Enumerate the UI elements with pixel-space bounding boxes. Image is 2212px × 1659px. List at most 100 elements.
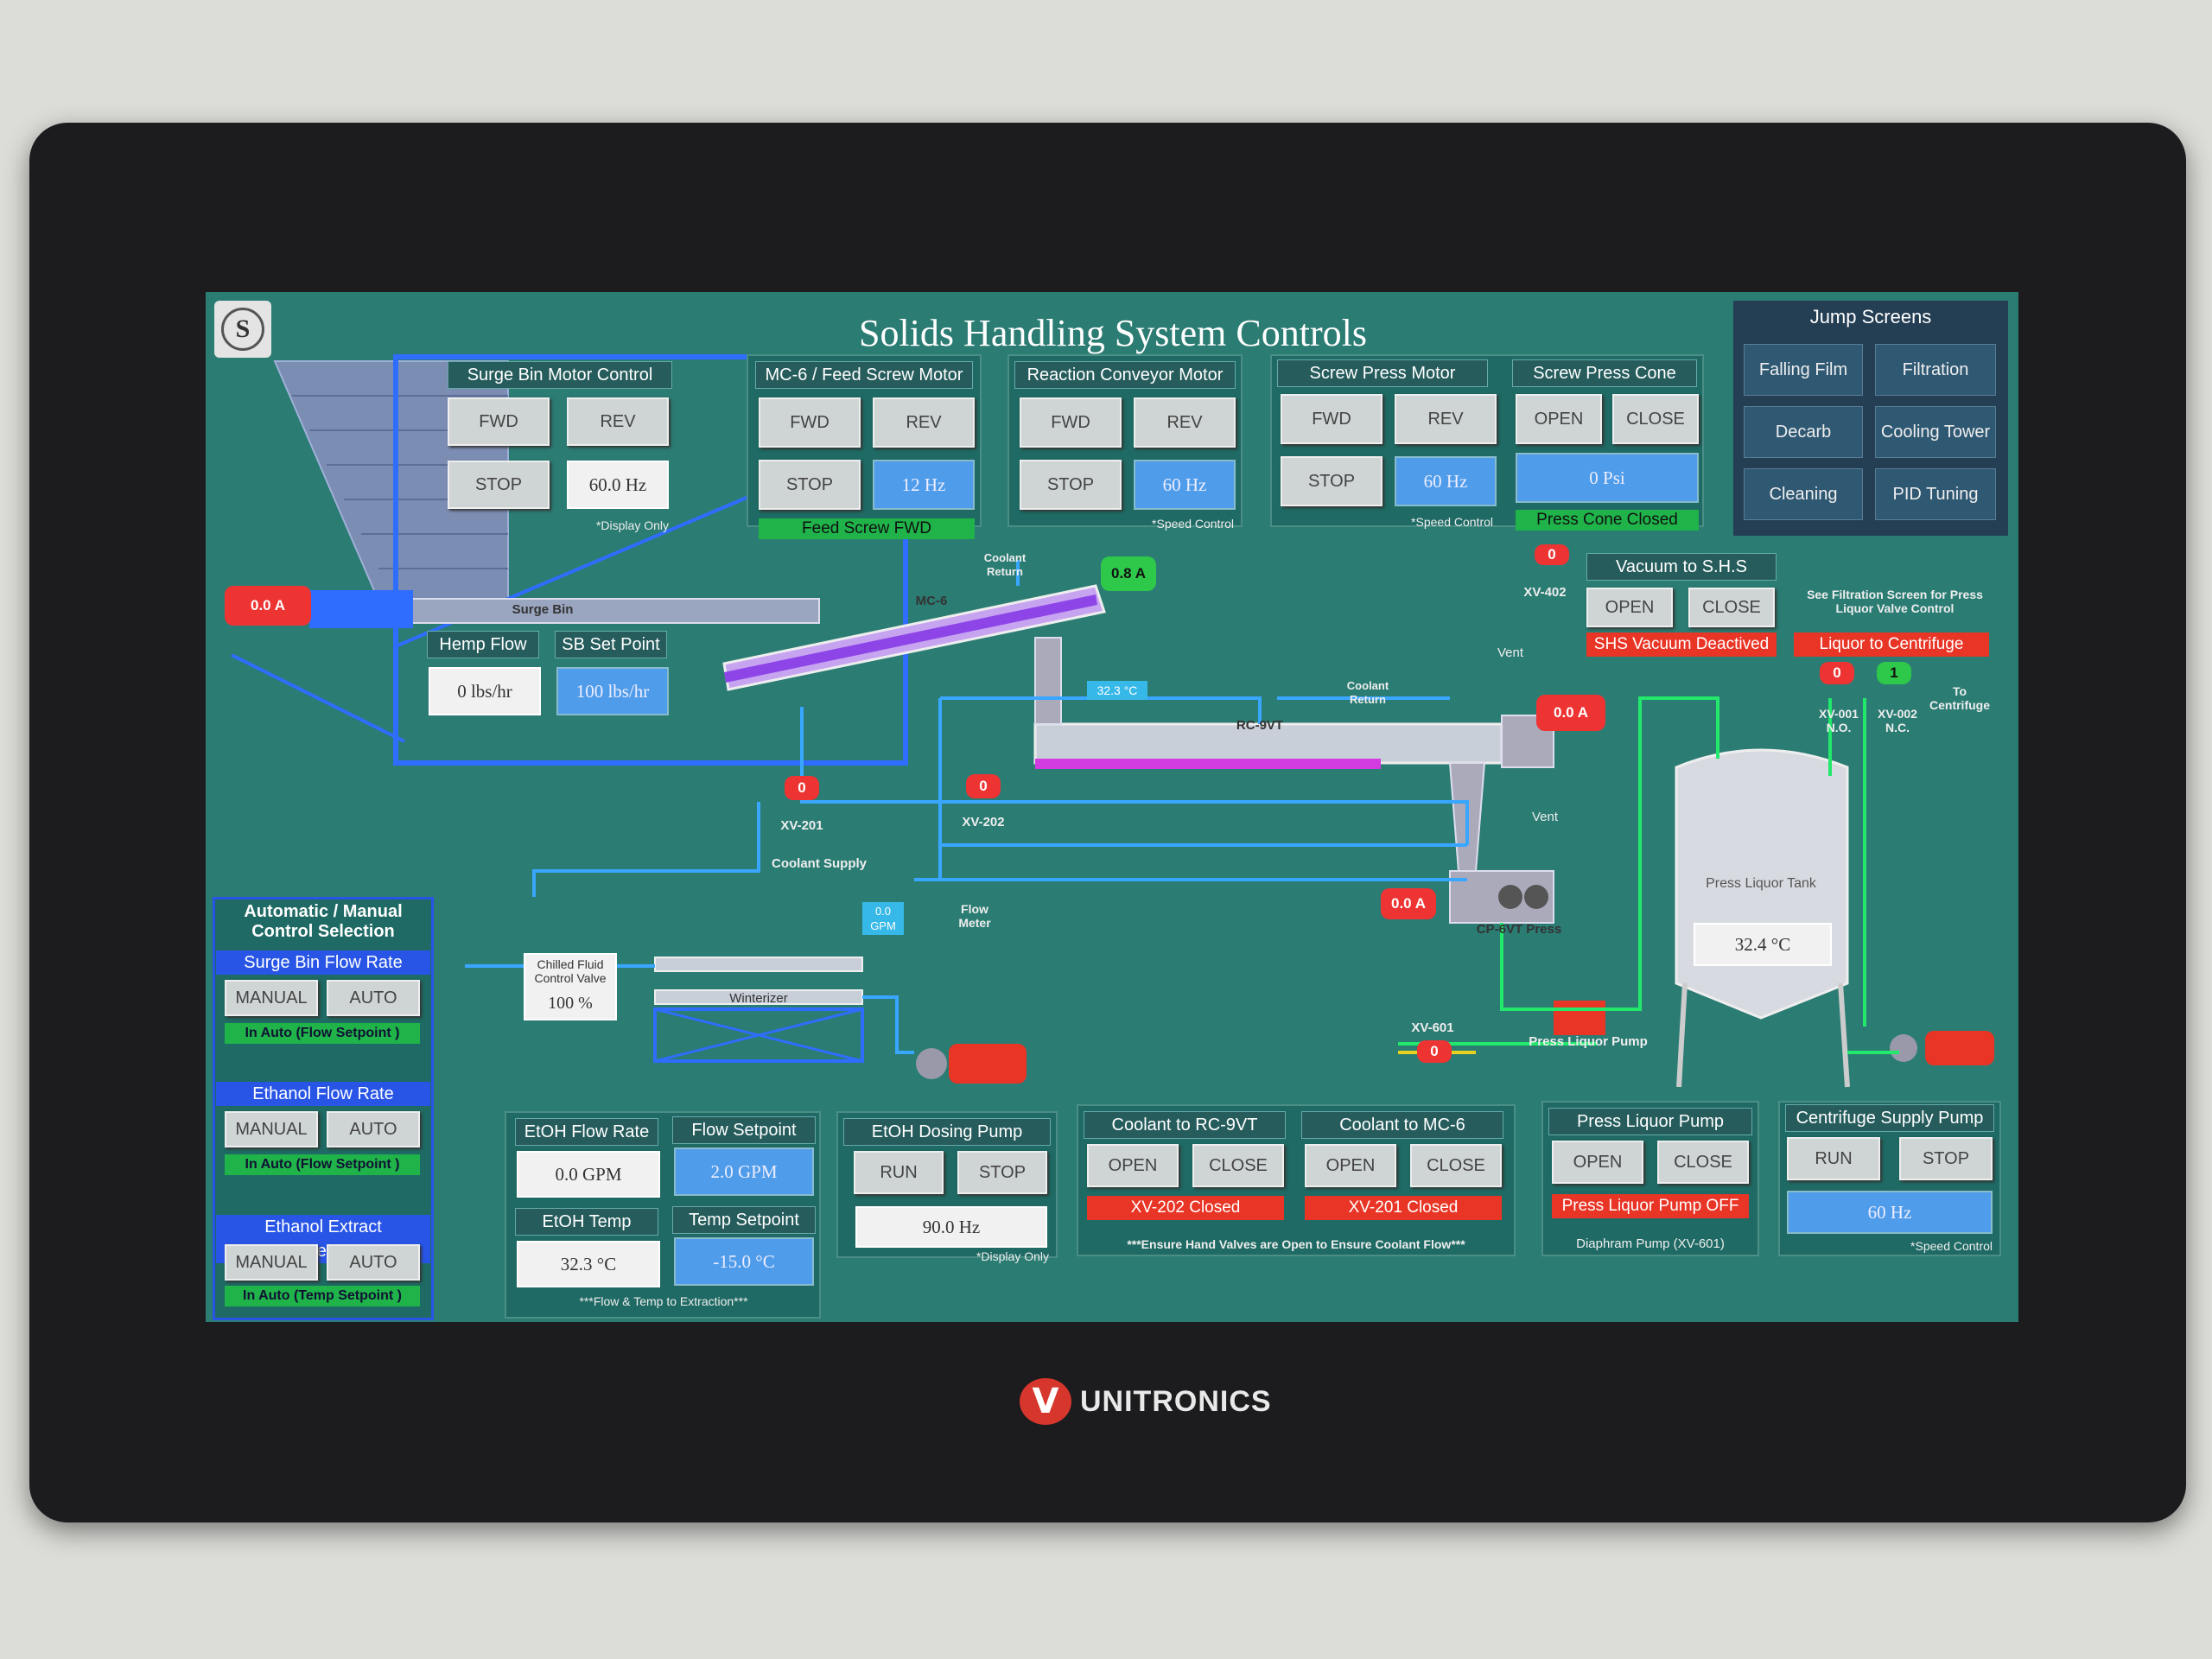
cp6vt-amps: 0.0 A [1381, 888, 1436, 919]
screwpress-rev-button[interactable]: REV [1395, 394, 1497, 444]
xv001-indicator: 0 [1820, 662, 1854, 684]
vacuum-open-button[interactable]: OPEN [1586, 588, 1673, 627]
xv201-indicator: 0 [785, 776, 819, 800]
coolmc-open-button[interactable]: OPEN [1305, 1144, 1396, 1187]
extract-manual-button[interactable]: MANUAL [225, 1244, 318, 1281]
ethanol-auto-button[interactable]: AUTO [327, 1111, 420, 1147]
rc9vt-amps: 0.0 A [1536, 695, 1605, 731]
hmi-screen: S Solids Handling System Controls Surge … [206, 292, 2018, 1322]
cone-open-button[interactable]: OPEN [1516, 394, 1602, 444]
coolrc-open-button[interactable]: OPEN [1087, 1144, 1179, 1187]
temp-setpoint-label: Temp Setpoint [672, 1206, 816, 1234]
screwpress-fwd-button[interactable]: FWD [1281, 394, 1382, 444]
surge-bin-header: Surge Bin Motor Control [448, 361, 672, 389]
xv202-indicator: 0 [966, 774, 1001, 798]
coolmc-header: Coolant to MC-6 [1301, 1111, 1503, 1139]
cp6vt-label: CP-6VT Press [1476, 922, 1562, 937]
cone-header: Screw Press Cone [1512, 359, 1697, 387]
surge-manual-button[interactable]: MANUAL [225, 980, 318, 1016]
xv002-indicator: 1 [1877, 662, 1911, 684]
cone-close-button[interactable]: CLOSE [1612, 394, 1699, 444]
mc6-header: MC-6 / Feed Screw Motor [755, 361, 973, 389]
hemp-flow-label: Hemp Flow [427, 631, 539, 658]
xv402-label: XV-402 [1523, 585, 1567, 600]
xv402-indicator: 0 [1535, 544, 1569, 565]
extract-auto-status: In Auto (Temp Setpoint ) [225, 1286, 420, 1306]
jump-filtration-button[interactable]: Filtration [1875, 344, 1996, 396]
flow-meter-value: 0.0 GPM [862, 902, 904, 935]
ethanol-manual-button[interactable]: MANUAL [225, 1111, 318, 1147]
flow-setpoint-value[interactable]: 2.0 GPM [674, 1147, 814, 1196]
jump-decarb-button[interactable]: Decarb [1744, 406, 1863, 458]
vent-label-bottom: Vent [1531, 810, 1559, 824]
filtration-note: See Filtration Screen for Press Liquor V… [1807, 588, 1983, 615]
vacuum-close-button[interactable]: CLOSE [1688, 588, 1775, 627]
extract-auto-button[interactable]: AUTO [327, 1244, 420, 1281]
screwpress-header: Screw Press Motor [1277, 359, 1488, 387]
centpump-stop-button[interactable]: STOP [1899, 1137, 1993, 1180]
temp-setpoint-value[interactable]: -15.0 °C [674, 1237, 814, 1286]
pressliq-note: Diaphram Pump (XV-601) [1576, 1236, 1725, 1251]
pressliq-open-button[interactable]: OPEN [1552, 1141, 1643, 1184]
pressliq-status: Press Liquor Pump OFF [1552, 1194, 1749, 1218]
jump-pid-tuning-button[interactable]: PID Tuning [1875, 468, 1996, 520]
rc9vt-temp: 32.3 °C [1087, 681, 1147, 700]
coolmc-close-button[interactable]: CLOSE [1410, 1144, 1502, 1187]
mc6-screw-label: MC-6 [915, 594, 948, 608]
mc6-hz-display[interactable]: 12 Hz [873, 460, 975, 510]
cone-status: Press Cone Closed [1516, 510, 1699, 531]
reaction-stop-button[interactable]: STOP [1020, 460, 1122, 510]
vent-label-top: Vent [1497, 645, 1524, 660]
dosing-header: EtOH Dosing Pump [843, 1118, 1051, 1146]
centpump-run-button[interactable]: RUN [1787, 1137, 1880, 1180]
xv001-label: XV-001 N.O. [1819, 707, 1859, 734]
surge-rev-button[interactable]: REV [567, 397, 669, 446]
coolant-supply-label: Coolant Supply [772, 856, 867, 871]
screwpress-hz-display[interactable]: 60 Hz [1395, 456, 1497, 506]
reaction-fwd-button[interactable]: FWD [1020, 397, 1122, 448]
press-liquor-pump-label: Press Liquor Pump [1529, 1034, 1648, 1049]
xv202-label: XV-202 [962, 815, 1005, 830]
mc6-fwd-button[interactable]: FWD [759, 397, 861, 448]
surge-hz-display: 60.0 Hz [567, 461, 669, 509]
pressliq-header: Press Liquor Pump [1548, 1108, 1752, 1135]
brand-footer: V UNITRONICS [1020, 1378, 1272, 1425]
surge-motor-amps: 0.0 A [225, 586, 311, 626]
screwpress-stop-button[interactable]: STOP [1281, 456, 1382, 506]
dosing-stop-button[interactable]: STOP [957, 1151, 1047, 1194]
mc6-rev-button[interactable]: REV [873, 397, 975, 448]
jump-cleaning-button[interactable]: Cleaning [1744, 468, 1863, 520]
reaction-note: *Speed Control [1152, 517, 1234, 531]
company-logo: S [214, 301, 271, 358]
reaction-rev-button[interactable]: REV [1134, 397, 1236, 448]
dosing-run-button[interactable]: RUN [854, 1151, 944, 1194]
xv601-indicator: 0 [1417, 1040, 1452, 1063]
hemp-flow-value: 0 lbs/hr [429, 667, 541, 715]
to-centrifuge-label: To Centrifuge [1929, 684, 1990, 712]
flow-meter-label: Flow Meter [958, 902, 991, 930]
chilled-valve-value[interactable]: 100 % [548, 994, 593, 1013]
coolrc-status: XV-202 Closed [1087, 1196, 1284, 1220]
centpump-hz-display[interactable]: 60 Hz [1787, 1191, 1993, 1234]
pressliq-close-button[interactable]: CLOSE [1657, 1141, 1749, 1184]
rc9vt-coolant-return: Coolant Return [1346, 679, 1389, 706]
reaction-hz-display[interactable]: 60 Hz [1134, 460, 1236, 510]
jump-cooling-tower-button[interactable]: Cooling Tower [1875, 406, 1996, 458]
flow-setpoint-label: Flow Setpoint [672, 1116, 816, 1144]
jump-falling-film-button[interactable]: Falling Film [1744, 344, 1863, 396]
winterizer-label: Winterizer [729, 991, 788, 1006]
coolrc-close-button[interactable]: CLOSE [1192, 1144, 1284, 1187]
etoh-flow-label: EtOH Flow Rate [515, 1118, 658, 1146]
dosing-note: *Display Only [976, 1249, 1049, 1263]
tank-temp: 32.4 °C [1694, 923, 1832, 966]
surge-fwd-button[interactable]: FWD [448, 397, 550, 446]
surge-auto-status: In Auto (Flow Setpoint ) [225, 1023, 420, 1044]
dosing-hz-display: 90.0 Hz [855, 1206, 1047, 1248]
surge-stop-button[interactable]: STOP [448, 461, 550, 509]
surge-auto-button[interactable]: AUTO [327, 980, 420, 1016]
sb-setpoint-value[interactable]: 100 lbs/hr [556, 667, 669, 715]
mc6-stop-button[interactable]: STOP [759, 460, 861, 510]
cone-psi-display[interactable]: 0 Psi [1516, 453, 1699, 503]
vacuum-header: Vacuum to S.H.S [1586, 553, 1777, 581]
automan-header: Automatic / Manual Control Selection [244, 902, 403, 941]
